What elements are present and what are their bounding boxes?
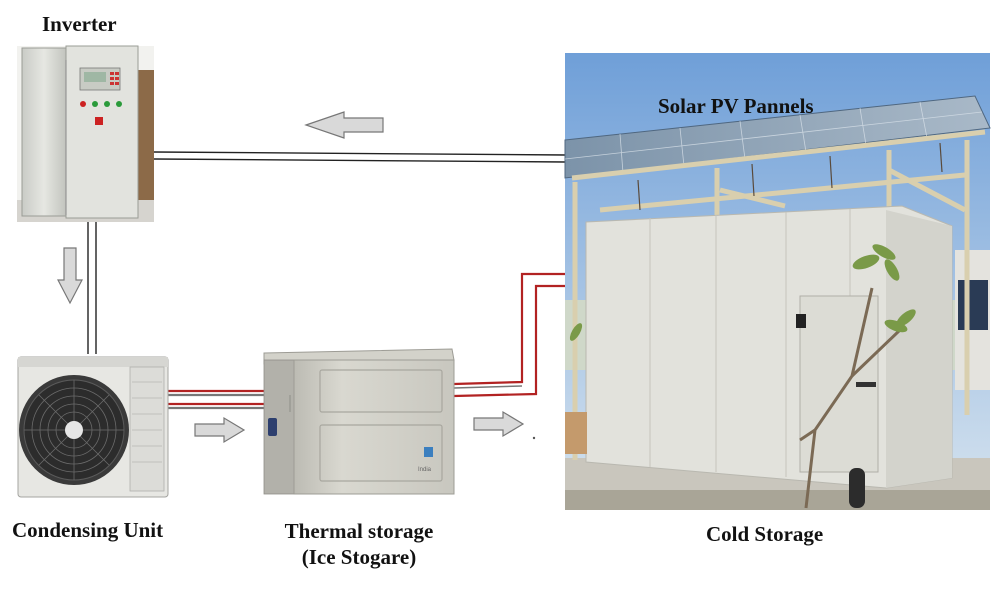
- stray-dot: [532, 436, 536, 440]
- flow-arrow-left: [304, 111, 384, 139]
- power-line-solar-to-inverter: [153, 151, 567, 163]
- label-thermal-storage: Thermal storage (Ice Stogare): [266, 518, 452, 570]
- label-thermal-storage-line2: (Ice Stogare): [301, 545, 417, 569]
- label-inverter: Inverter: [42, 12, 117, 36]
- solar-panel-array: [564, 95, 991, 179]
- flow-arrow-right-1: [194, 416, 246, 444]
- inverter-image: [17, 45, 154, 222]
- condensing-unit-image: [17, 356, 169, 498]
- label-cold-storage: Cold Storage: [706, 522, 824, 546]
- power-line-inverter-to-condensing: [87, 222, 97, 354]
- flow-arrow-right-2: [473, 410, 525, 438]
- thermal-storage-image: India: [263, 348, 455, 495]
- refrigerant-line-storage-to-cold-room: [453, 272, 585, 398]
- label-condensing-unit: Condensing Unit: [12, 518, 164, 542]
- cold-storage-photo: [564, 53, 991, 510]
- flow-arrow-down: [57, 247, 83, 305]
- svg-text:India: India: [418, 467, 432, 473]
- label-thermal-storage-line1: Thermal storage: [284, 519, 434, 543]
- label-solar-pv-panels: Solar PV Pannels: [658, 94, 814, 118]
